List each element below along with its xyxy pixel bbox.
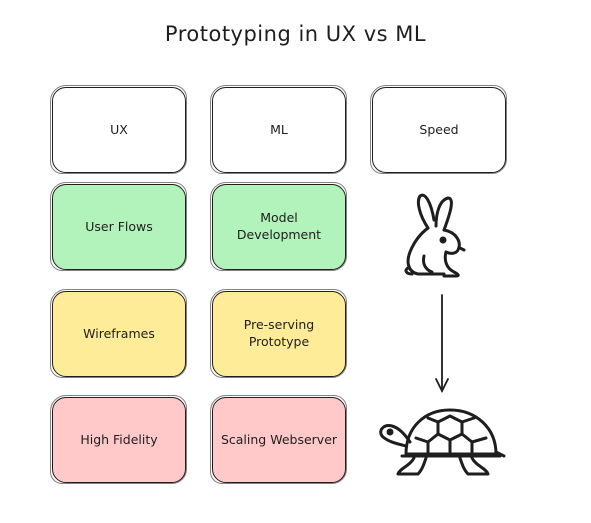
ml-stage-label: Scaling Webserver [220,431,338,447]
ml-stage-label: Pre-serving Prototype [243,317,315,349]
header-speed-label: Speed [419,121,459,137]
ml-stage-label: Model Development [236,210,322,242]
ml-stage-box: Pre-serving Prototype [210,289,347,378]
ux-stage-box: Wireframes [50,289,187,378]
diagram-title: Prototyping in UX vs ML [164,22,427,46]
ml-stage-box: Model Development [210,182,347,271]
ux-stage-box: High Fidelity [50,395,187,484]
ux-stage-label: High Fidelity [80,431,158,447]
ux-stage-label: User Flows [85,218,153,234]
header-ux: UX [50,85,187,174]
header-speed: Speed [370,85,507,174]
ux-stage-box: User Flows [50,182,187,271]
header-ml-label: ML [270,121,288,137]
turtle-icon [376,402,506,482]
ux-stage-label: Wireframes [83,325,155,341]
header-ux-label: UX [110,121,128,137]
header-ml: ML [210,85,347,174]
arrow-down-icon [430,293,454,395]
ml-stage-box: Scaling Webserver [210,395,347,484]
rabbit-icon [398,190,478,282]
